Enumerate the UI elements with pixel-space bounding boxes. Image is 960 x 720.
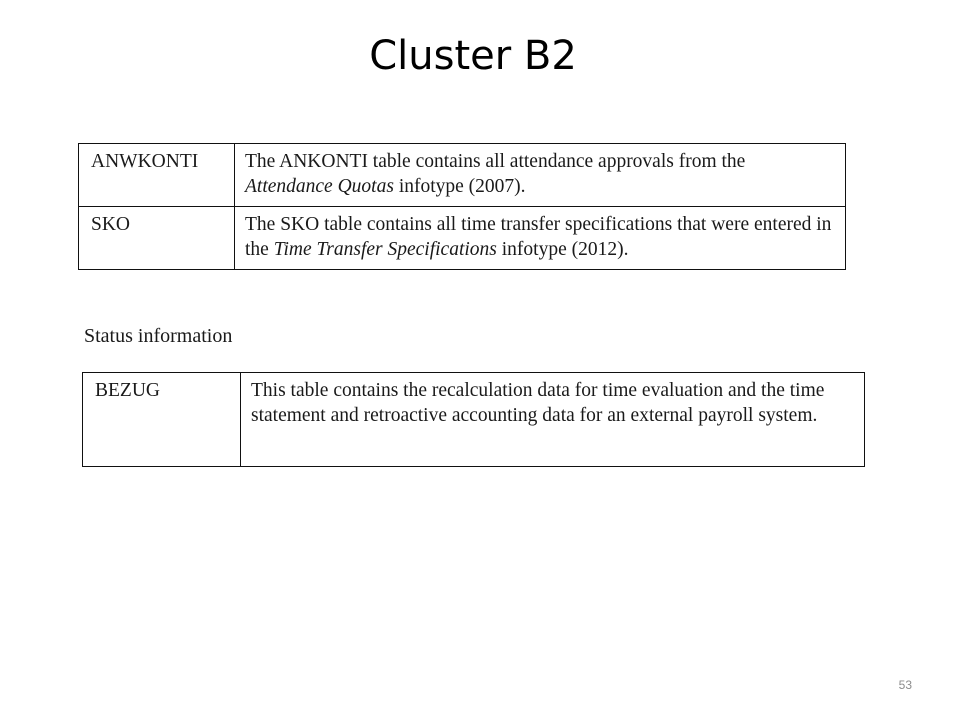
table-row: ANWKONTI The ANKONTI table contains all … — [78, 143, 846, 207]
infotype-name: Attendance Quotas — [245, 176, 394, 197]
table-description-cell: The SKO table contains all time transfer… — [234, 206, 846, 270]
description-text: infotype (2007). — [393, 176, 526, 197]
section-heading: Status information — [84, 325, 233, 347]
table-description-cell: The ANKONTI table contains all attendanc… — [234, 143, 846, 207]
infotype-name: Time Transfer Specifications — [273, 239, 497, 260]
description-text: The SKO table contains all time transfer… — [245, 214, 832, 260]
page-number: 53 — [898, 678, 912, 692]
table-key-cell: SKO — [78, 206, 235, 270]
table-key-cell: ANWKONTI — [78, 143, 235, 207]
description-text: The ANKONTI table contains all attendanc… — [245, 151, 746, 172]
table-row: SKO The SKO table contains all time tran… — [78, 206, 846, 270]
status-table: BEZUG This table contains the recalculat… — [82, 372, 865, 467]
description-text: infotype (2012). — [496, 239, 629, 260]
table-description-cell: This table contains the recalculation da… — [240, 372, 865, 467]
table-row: BEZUG This table contains the recalculat… — [82, 372, 865, 467]
cluster-table: ANWKONTI The ANKONTI table contains all … — [78, 143, 846, 270]
slide-title: Cluster B2 — [369, 33, 577, 79]
table-key-cell: BEZUG — [82, 372, 241, 467]
